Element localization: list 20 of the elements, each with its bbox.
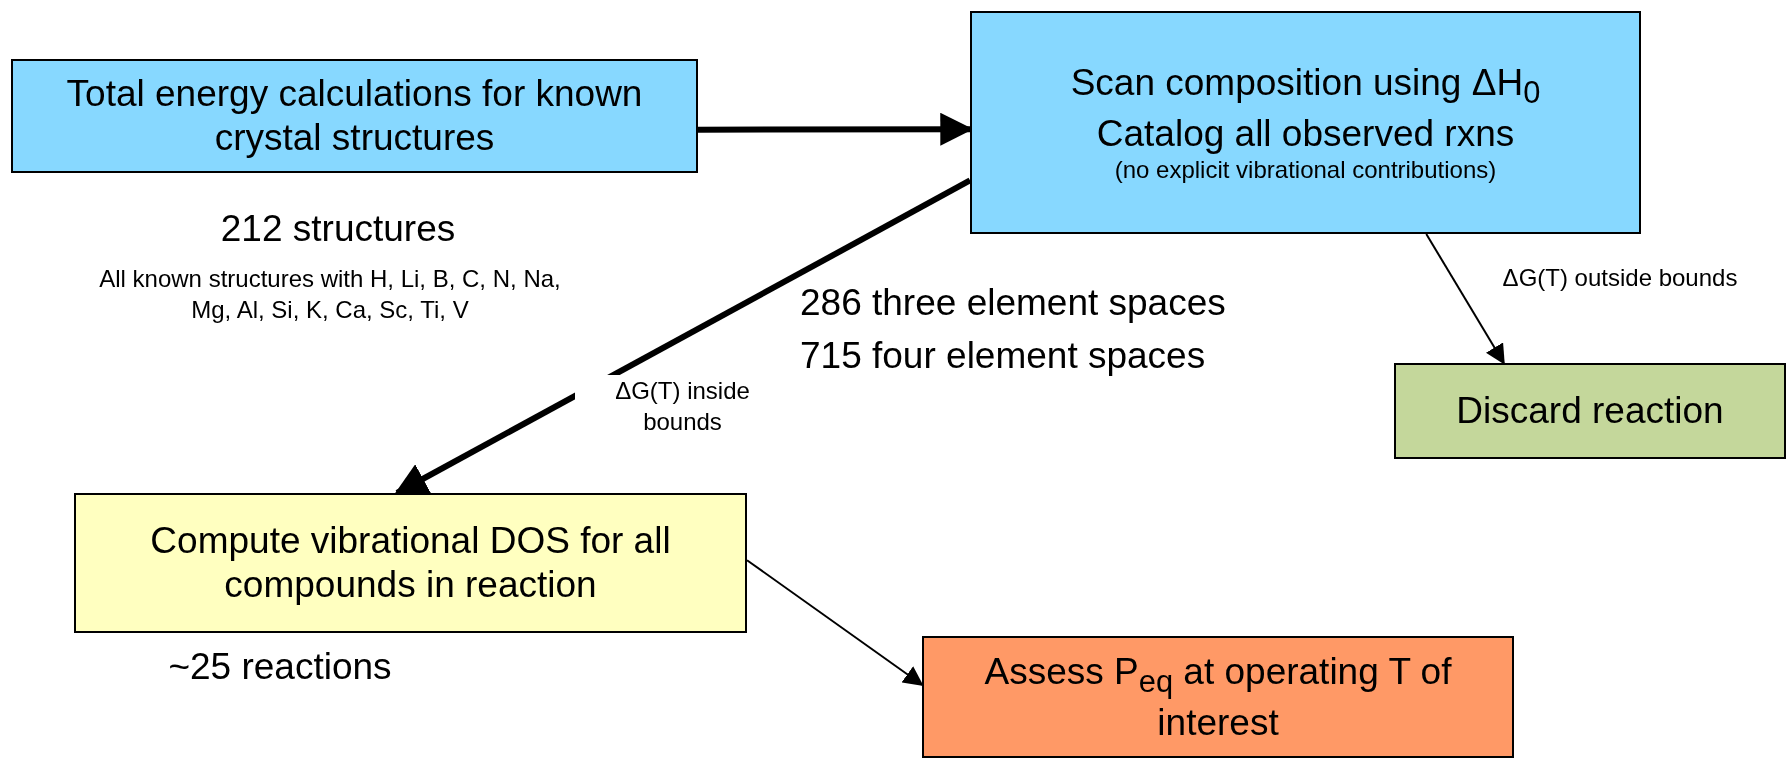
process-box bbox=[11, 59, 698, 173]
process-box bbox=[922, 636, 1514, 758]
box-text: (no explicit vibrational contributions) bbox=[1114, 155, 1497, 184]
box-text: Assess P$_{eq}$ at operating T of interest bbox=[983, 649, 1453, 745]
process-box bbox=[970, 11, 1641, 234]
arrow bbox=[1425, 233, 1505, 365]
process-box bbox=[74, 493, 747, 633]
box-text: Scan composition using ΔH$_{0}$ bbox=[1070, 61, 1541, 112]
note-text: 286 three element spaces bbox=[800, 282, 1226, 324]
box-text: Discard reaction bbox=[1456, 389, 1724, 433]
count-text: 212 structures bbox=[219, 207, 457, 251]
box-text: Catalog all observed rxns bbox=[1096, 111, 1515, 156]
process-box bbox=[1394, 363, 1786, 459]
arrow bbox=[746, 559, 924, 686]
box-text: Compute vibrational DOS for all compounds in reaction bbox=[149, 519, 672, 607]
count-text: ~25 reactions bbox=[167, 645, 393, 689]
arrow bbox=[394, 177, 972, 496]
element-list-text: All known structures with H, Li, B, C, N, Na, Mg, Al, Si, K, Ca, Sc, Ti, V bbox=[98, 264, 562, 326]
note-text: 715 four element spaces bbox=[800, 335, 1206, 377]
box-text: Total energy calculations for known crystal structures bbox=[65, 72, 644, 160]
